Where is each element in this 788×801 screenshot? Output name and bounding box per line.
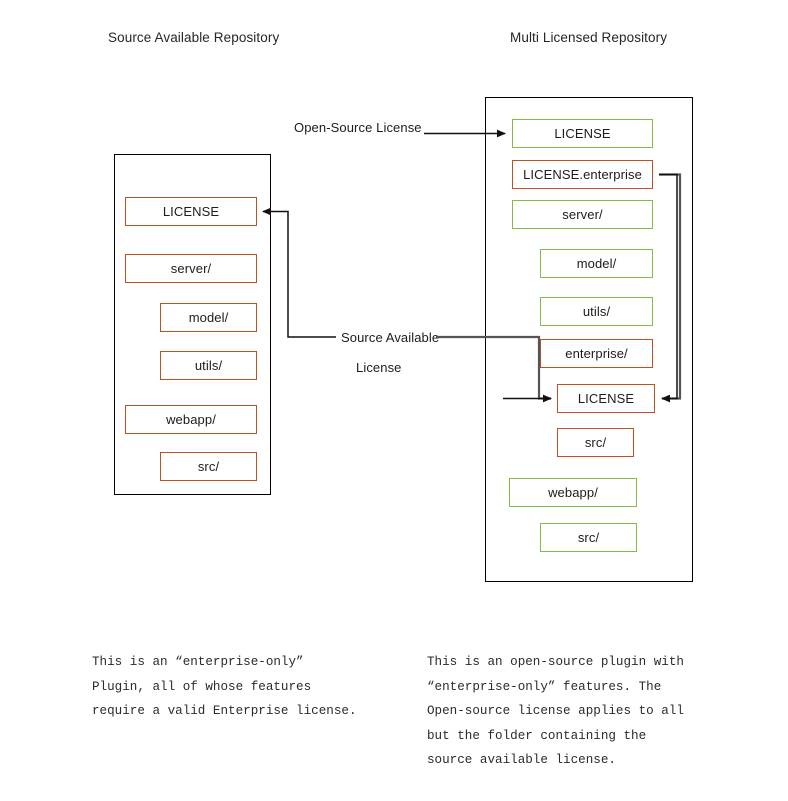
connector-label-source-available-line2: License xyxy=(356,360,402,375)
node-label: src/ xyxy=(584,435,607,450)
right-node-license-enterprise[interactable]: LICENSE.enterprise xyxy=(512,160,653,189)
right-node-license[interactable]: LICENSE xyxy=(512,119,653,148)
node-label: utils/ xyxy=(194,358,223,373)
right-node-webapp[interactable]: webapp/ xyxy=(509,478,637,507)
right-node-enterprise-src[interactable]: src/ xyxy=(557,428,634,457)
node-label: LICENSE xyxy=(162,204,220,219)
node-label: server/ xyxy=(170,261,212,276)
left-column-title: Source Available Repository xyxy=(108,30,280,45)
note-right-repository: This is an open-source plugin with “ente… xyxy=(427,655,684,767)
right-node-enterprise[interactable]: enterprise/ xyxy=(540,339,653,368)
node-label: model/ xyxy=(576,256,617,271)
node-label: model/ xyxy=(188,310,229,325)
left-node-license[interactable]: LICENSE xyxy=(125,197,257,226)
node-label: webapp/ xyxy=(166,412,216,427)
node-label: LICENSE.enterprise xyxy=(523,167,642,182)
right-node-model[interactable]: model/ xyxy=(540,249,653,278)
node-label: server/ xyxy=(562,207,603,222)
node-label: LICENSE xyxy=(577,391,635,406)
note-left-repository: This is an “enterprise-only” Plugin, all… xyxy=(92,655,357,718)
right-node-utils[interactable]: utils/ xyxy=(540,297,653,326)
node-label: src/ xyxy=(577,530,600,545)
left-node-src[interactable]: src/ xyxy=(160,452,257,481)
left-node-utils[interactable]: utils/ xyxy=(160,351,257,380)
node-label: LICENSE xyxy=(554,126,611,141)
right-node-webapp-src[interactable]: src/ xyxy=(540,523,637,552)
connector-label-open-source-license: Open-Source License xyxy=(294,120,422,135)
connector-label-source-available-line1: Source Available xyxy=(341,330,440,345)
node-label: enterprise/ xyxy=(565,346,628,361)
left-node-model[interactable]: model/ xyxy=(160,303,257,332)
node-label: webapp/ xyxy=(548,485,598,500)
node-label: src/ xyxy=(197,459,220,474)
left-node-webapp[interactable]: webapp/ xyxy=(125,405,257,434)
right-node-enterprise-license[interactable]: LICENSE xyxy=(557,384,655,413)
wire-source-available-to-left-license xyxy=(262,207,336,338)
right-node-server[interactable]: server/ xyxy=(512,200,653,229)
node-label: utils/ xyxy=(582,304,611,319)
right-column-title: Multi Licensed Repository xyxy=(510,30,668,45)
left-node-server[interactable]: server/ xyxy=(125,254,257,283)
